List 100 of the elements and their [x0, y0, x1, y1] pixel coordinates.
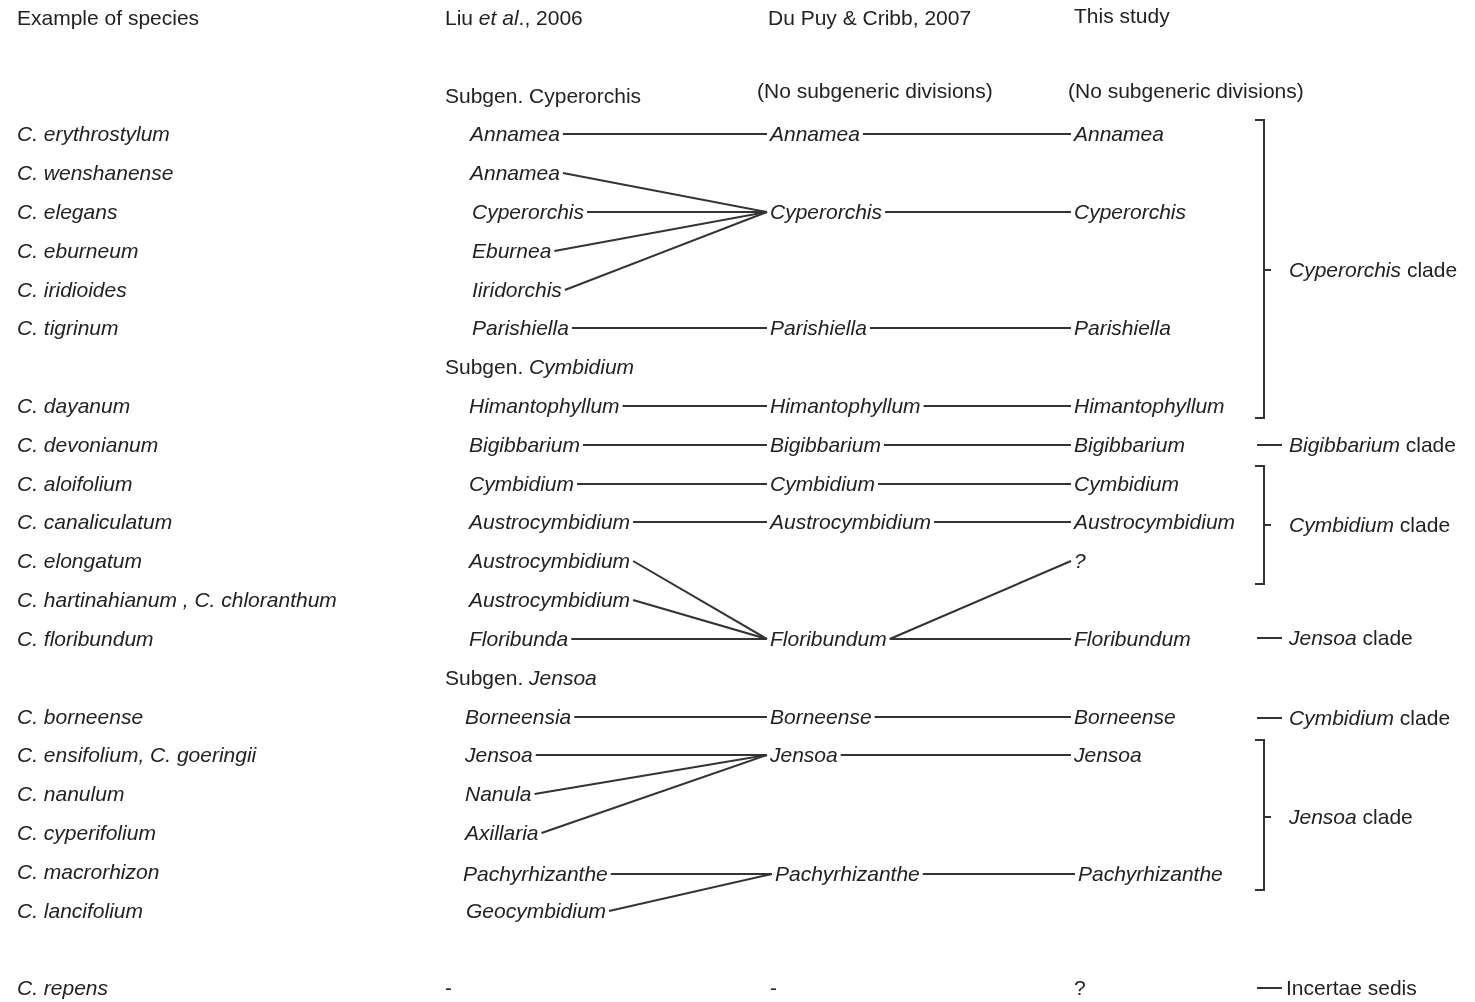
section-name: Annamea	[467, 122, 563, 146]
section-name: Parishiella	[1071, 316, 1174, 340]
species-name: C. devonianum	[17, 433, 159, 457]
species-name: C. ensifolium, C. goeringii	[17, 743, 257, 767]
connector-line	[561, 133, 768, 135]
section-name: Annamea	[767, 122, 863, 146]
clade-label: Incertae sedis	[1286, 976, 1417, 1000]
connector-line	[922, 405, 1072, 407]
section-name: Cyperorchis	[767, 200, 886, 224]
section-name: Jensoa	[462, 743, 536, 767]
connector-line	[873, 716, 1072, 718]
section-name: Jensoa	[1071, 743, 1145, 767]
section-name: Borneensia	[462, 705, 575, 729]
connector-line	[921, 873, 1076, 875]
species-name: C. cyperifolium	[17, 821, 156, 845]
species-name: C. nanulum	[17, 782, 125, 806]
section-name: Pachyrhizanthe	[772, 862, 923, 886]
clade-label: Cymbidium clade	[1289, 513, 1451, 537]
section-name: Cyperorchis	[1071, 200, 1190, 224]
species-name: C. wenshanense	[17, 161, 174, 185]
section-name: Cymbidium	[466, 472, 578, 496]
connector-line	[933, 521, 1072, 523]
species-name: C. erythrostylum	[17, 122, 170, 146]
species-name: C. tigrinum	[17, 316, 119, 340]
connector-line	[888, 560, 1072, 640]
connector-line	[621, 405, 768, 407]
section-name: Borneense	[1071, 705, 1179, 729]
section-name: ?	[1071, 549, 1089, 573]
connector-line	[570, 327, 768, 329]
section-name: Himantophyllum	[1071, 394, 1228, 418]
connector-line	[563, 211, 768, 291]
species-name: C. lancifolium	[17, 899, 144, 923]
section-name: Nanula	[462, 782, 535, 806]
species-name: C. floribundum	[17, 627, 154, 651]
column-header: Du Puy & Cribb, 2007	[768, 6, 972, 30]
connector-line	[581, 444, 768, 446]
section-name: Cyperorchis	[469, 200, 588, 224]
section-name: Himantophyllum	[466, 394, 623, 418]
connector-line	[861, 133, 1072, 135]
clade-label: Jensoa clade	[1289, 805, 1413, 829]
connector-line	[888, 638, 1072, 640]
section-name: Austrocymbidium	[466, 510, 634, 534]
connector-line	[632, 560, 768, 640]
section-name: Parishiella	[767, 316, 870, 340]
dash-mark: -	[445, 976, 452, 1000]
species-name: C. repens	[17, 976, 109, 1000]
section-name: Annamea	[1071, 122, 1167, 146]
column-header: Example of species	[17, 6, 200, 30]
section-name: Cymbidium	[767, 472, 879, 496]
species-name: C. borneense	[17, 705, 144, 729]
species-name: C. elegans	[17, 200, 118, 224]
connector-line	[573, 716, 768, 718]
connector-line	[540, 754, 768, 834]
section-name: Austrocymbidium	[466, 549, 634, 573]
clade-label: Cymbidium clade	[1289, 706, 1451, 730]
clade-label: Cyperorchis clade	[1289, 258, 1458, 282]
connector-line	[877, 483, 1072, 485]
section-name: Austrocymbidium	[1071, 510, 1239, 534]
section-name: Axillaria	[462, 821, 542, 845]
species-name: C. canaliculatum	[17, 510, 173, 534]
species-name: C. eburneum	[17, 239, 139, 263]
note-text: (No subgeneric divisions)	[757, 79, 993, 103]
section-name: Jensoa	[767, 743, 841, 767]
clade-label: Bigibbarium clade	[1289, 433, 1456, 457]
species-name: C. aloifolium	[17, 472, 133, 496]
connector-line	[632, 599, 768, 640]
connector-line	[533, 754, 768, 795]
section-name: Geocymbidium	[463, 899, 610, 923]
question-mark: ?	[1074, 976, 1086, 1000]
connector-line	[884, 211, 1072, 213]
species-name: C. iridioides	[17, 278, 127, 302]
section-name: Bigibbarium	[1071, 433, 1188, 457]
section-name: Himantophyllum	[767, 394, 924, 418]
section-name: Bigibbarium	[466, 433, 583, 457]
section-name: Annamea	[467, 161, 563, 185]
subgenus-heading: Subgen. Cyperorchis	[445, 84, 642, 108]
connector-line	[608, 873, 773, 912]
section-name: Pachyrhizanthe	[1075, 862, 1226, 886]
section-name: Pachyrhizanthe	[460, 862, 611, 886]
section-name: Austrocymbidium	[767, 510, 935, 534]
section-name: Floribundum	[767, 627, 890, 651]
connector-line	[570, 638, 768, 640]
connector-line	[632, 521, 768, 523]
note-text: (No subgeneric divisions)	[1068, 79, 1304, 103]
section-name: Parishiella	[469, 316, 572, 340]
section-name: Borneense	[767, 705, 875, 729]
connector-line	[868, 327, 1072, 329]
species-name: C. dayanum	[17, 394, 131, 418]
subgenus-heading: Subgen. Jensoa	[445, 666, 597, 690]
section-name: Floribundum	[1071, 627, 1194, 651]
section-name: Bigibbarium	[767, 433, 884, 457]
connector-line	[576, 483, 768, 485]
section-name: Austrocymbidium	[466, 588, 634, 612]
species-name: C. hartinahianum , C. chloranthum	[17, 588, 337, 612]
section-name: Floribunda	[466, 627, 572, 651]
species-name: C. macrorhizon	[17, 860, 160, 884]
connector-line	[609, 873, 773, 875]
species-name: C. elongatum	[17, 549, 142, 573]
connector-line	[561, 172, 768, 213]
connector-line	[839, 754, 1072, 756]
